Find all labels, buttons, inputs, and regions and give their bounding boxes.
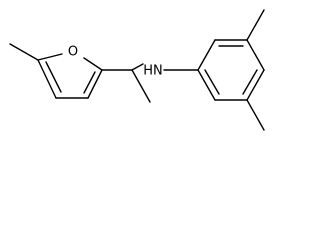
bond-ch-methyl: [131, 69, 151, 103]
methylfuran-group: [9, 43, 103, 99]
bond-c6-c1-inner: [204, 69, 220, 95]
bond-c3-methyl: [246, 9, 265, 41]
bond-o1-c2: [83, 57, 103, 71]
bond-c5-o1: [37, 53, 63, 61]
ethyl-linker: [101, 63, 151, 103]
bond-ch-nh: [131, 63, 144, 71]
bond-c4-c5-inner: [242, 69, 258, 95]
structure-diagram: O HN: [9, 9, 265, 131]
bond-c4-c5: [37, 59, 57, 99]
bond-c2-c3-inner: [83, 71, 96, 94]
bond-c6-c1: [197, 69, 216, 101]
dimethylphenyl-group: [163, 9, 265, 131]
bond-c4-c5-inner: [45, 61, 62, 93]
bond-c1-c2: [197, 39, 216, 71]
bond-c4-c5: [246, 69, 265, 101]
bond-c2-c3: [87, 69, 103, 99]
bond-c5-methyl: [246, 99, 265, 131]
bond-methyl-c5: [9, 43, 39, 61]
oxygen-label: O: [68, 45, 78, 60]
bond-c3-c4: [246, 39, 265, 71]
amine-label: HN: [143, 64, 163, 79]
